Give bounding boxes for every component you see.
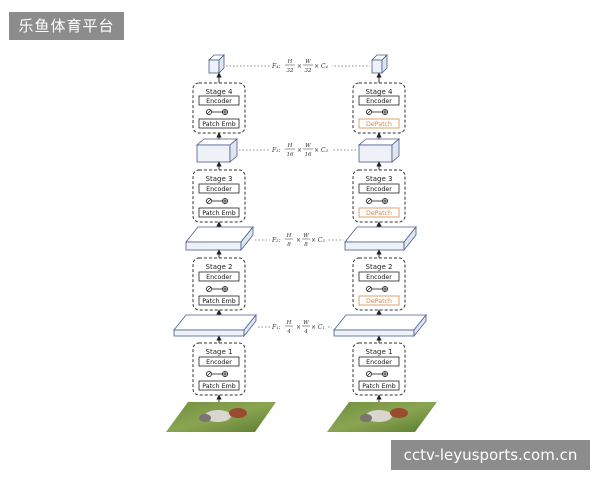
encoder-label: Encoder — [206, 98, 232, 105]
f2-tail: × C₂ — [311, 237, 326, 244]
stage-label: Stage 3 — [206, 175, 233, 183]
f3-tail: × C₃ — [314, 147, 329, 154]
watermark-top-left: 乐鱼体育平台 — [9, 12, 124, 40]
stage-label: Stage 4 — [366, 88, 393, 96]
encoder-label: Encoder — [366, 274, 392, 281]
f1-tail: × C₁ — [311, 324, 325, 331]
f4-name: F₄: — [271, 63, 281, 70]
stage-1-right: Stage 1 Encoder Patch Emb — [352, 342, 406, 396]
feature-slab-f2-right — [344, 225, 417, 252]
feature-slab-f2-left — [185, 225, 254, 252]
formula-f1: F₁: H 4 × W 4 × C₁ — [270, 318, 328, 336]
formula-f3: F₃: H 16 × W 16 × C₃ — [270, 141, 332, 159]
patch-emb-label: Patch Emb — [202, 383, 235, 390]
stage-label: Stage 3 — [366, 175, 393, 183]
encoder-label: Encoder — [366, 359, 392, 366]
formula-f4: F₄: H 32 × W 32 × C₄ — [270, 57, 332, 75]
stage-label: Stage 2 — [206, 263, 233, 271]
svg-text:×: × — [297, 63, 302, 70]
f2-num2: W — [303, 233, 310, 239]
watermark-bottom-right: cctv-leyusports.com.cn — [391, 440, 590, 470]
f1-den2: 4 — [303, 329, 308, 335]
flow-arrows — [216, 72, 382, 402]
patch-emb-label: Patch Emb — [202, 298, 235, 305]
f4-num: H — [287, 59, 293, 65]
stage-4-left: Stage 4 Encoder Patch Emb — [192, 82, 246, 134]
f4-den: 32 — [286, 68, 294, 74]
encoder-label: Encoder — [366, 98, 392, 105]
feature-slab-f1-right — [333, 313, 427, 338]
stage-label: Stage 1 — [366, 348, 393, 356]
stage-3-right: Stage 3 Encoder DePatch — [352, 169, 406, 223]
input-image-left — [166, 402, 276, 432]
f1-num2: W — [303, 320, 310, 326]
stage-2-left: Stage 2 Encoder Patch Emb — [192, 257, 246, 311]
feature-cube-f4-right — [371, 54, 388, 74]
feature-cube-f3-right — [357, 138, 401, 163]
stage-label: Stage 1 — [206, 348, 233, 356]
f2-name: F₂: — [271, 237, 281, 244]
depatch-label: DePatch — [366, 298, 392, 305]
f4-tail: × C₄ — [314, 63, 329, 70]
f1-name: F₁: — [271, 324, 281, 331]
encoder-label: Encoder — [206, 274, 232, 281]
feature-cube-f3-left — [195, 138, 239, 163]
stage-label: Stage 4 — [206, 88, 233, 96]
input-image-right — [327, 402, 437, 432]
f4-den2: 32 — [304, 68, 312, 74]
f3-num2: W — [305, 143, 312, 149]
patch-emb-label: Patch Emb — [202, 210, 235, 217]
encoder-label: Encoder — [206, 186, 232, 193]
f3-num: H — [287, 143, 293, 149]
feature-slab-f1-left — [173, 313, 257, 338]
f1-num: H — [286, 320, 292, 326]
depatch-label: DePatch — [366, 210, 392, 217]
svg-text:×: × — [296, 237, 301, 244]
stage-2-right: Stage 2 Encoder DePatch — [352, 257, 406, 311]
f2-den: 8 — [287, 242, 291, 248]
f4-num2: W — [305, 59, 312, 65]
stage-1-left: Stage 1 Encoder Patch Emb — [192, 342, 246, 396]
patch-emb-label: Patch Emb — [202, 121, 235, 128]
encoder-label: Encoder — [206, 359, 232, 366]
f3-den: 16 — [286, 152, 294, 158]
encoder-label: Encoder — [366, 186, 392, 193]
f2-num: H — [286, 233, 292, 239]
stage-3-left: Stage 3 Encoder Patch Emb — [192, 169, 246, 223]
f2-den2: 8 — [304, 242, 308, 248]
f1-den: 4 — [286, 329, 291, 335]
feature-cube-f4-left — [208, 54, 225, 74]
svg-text:×: × — [296, 324, 301, 331]
formula-f2: F₂: H 8 × W 8 × C₂ — [270, 231, 328, 249]
stage-label: Stage 2 — [366, 263, 393, 271]
stage-4-right: Stage 4 Encoder DePatch — [352, 82, 406, 134]
depatch-label: DePatch — [366, 121, 392, 128]
f3-den2: 16 — [304, 152, 312, 158]
svg-text:×: × — [297, 147, 302, 154]
f3-name: F₃: — [271, 147, 281, 154]
patch-emb-label: Patch Emb — [362, 383, 395, 390]
